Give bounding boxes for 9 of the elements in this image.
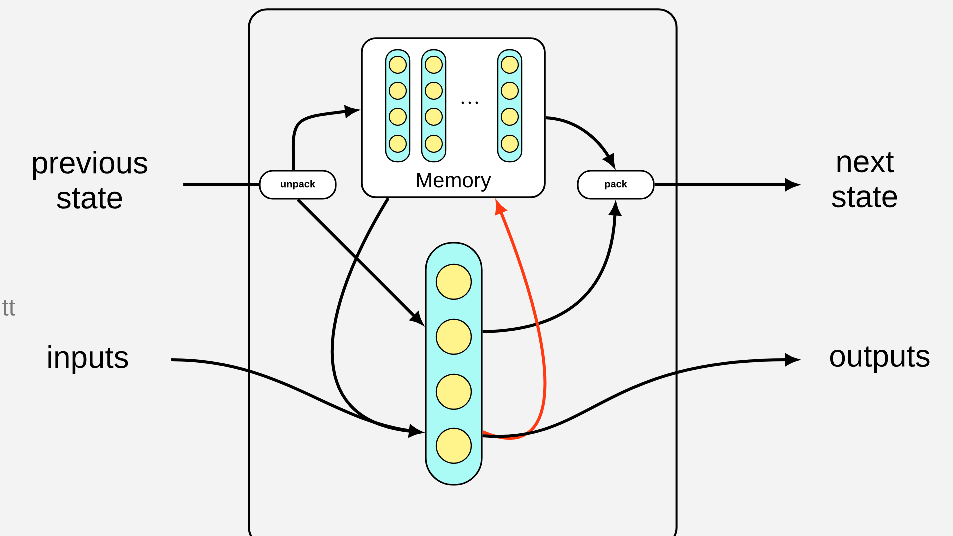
input-label: previous state [33, 151, 148, 209]
input-label: inputs [48, 346, 128, 374]
unpack-pill: unpack [259, 170, 337, 200]
arrow [296, 198, 423, 325]
pack-pill: pack [577, 170, 655, 200]
output-label: outputs [830, 346, 930, 374]
partial-label: tt [2, 300, 16, 316]
output-label: next state [832, 152, 898, 208]
cell-frame [248, 8, 678, 536]
